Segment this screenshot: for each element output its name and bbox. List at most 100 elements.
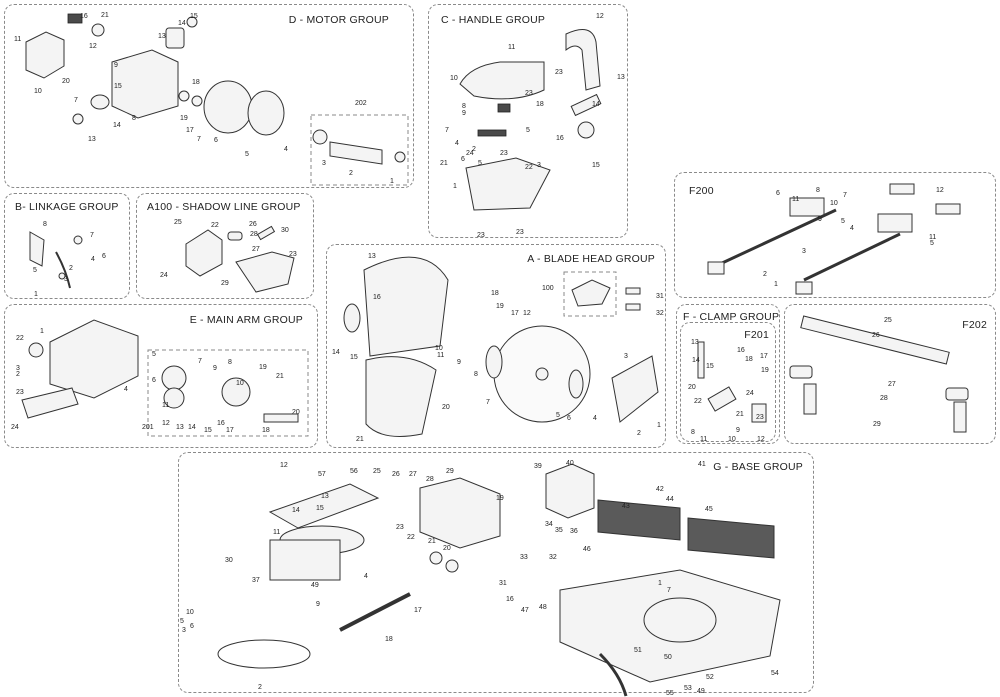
blade-head-group-panel: A - BLADE HEAD GROUP [326, 244, 666, 448]
callout-handle-6: 23 [525, 90, 533, 97]
callout-base-52: 50 [664, 654, 672, 661]
callout-motor-19: 7 [197, 136, 201, 143]
f200-parts [707, 183, 961, 295]
callout-blade_head-19: 3 [624, 353, 628, 360]
callout-motor-13: 14 [113, 122, 121, 129]
callout-base-6: 27 [409, 471, 417, 478]
clamp-group-panel: F - CLAMP GROUP [676, 304, 780, 444]
callout-handle-10: 5 [526, 127, 530, 134]
callout-f202-3: 27 [888, 381, 896, 388]
callout-handle-16: 16 [556, 135, 564, 142]
callout-handle-11: 4 [455, 140, 459, 147]
clamp-group-title: F - CLAMP GROUP [683, 311, 780, 323]
callout-blade_head-4: 15 [350, 354, 358, 361]
callout-f200-7: 11 [929, 234, 937, 241]
callout-blade_head-20: 5 [556, 412, 560, 419]
callout-shadow-2: 22 [211, 222, 219, 229]
callout-clamp-2: 14 [692, 357, 700, 364]
callout-f202-4: 28 [880, 395, 888, 402]
callout-main_arm-3: 3 [16, 365, 20, 372]
callout-motor-2: 21 [101, 12, 109, 19]
callout-linkage-1: 8 [43, 221, 47, 228]
callout-linkage-3: 4 [91, 256, 95, 263]
callout-base-35: 17 [414, 607, 422, 614]
callout-base-25: 34 [545, 521, 553, 528]
callout-handle-4: 10 [450, 75, 458, 82]
callout-shadow-3: 26 [249, 221, 257, 228]
callout-main_arm-12: 9 [213, 365, 217, 372]
callout-main_arm-18: 15 [204, 427, 212, 434]
callout-motor-12: 13 [88, 136, 96, 143]
main-arm-group-panel: E - MAIN ARM GROUP [4, 304, 318, 448]
callout-base-31: 31 [499, 580, 507, 587]
motor-group-parts [25, 13, 409, 186]
callout-main_arm-8: 5 [152, 351, 156, 358]
callout-base-12: 42 [656, 486, 664, 493]
callout-motor-4: 14 [178, 20, 186, 27]
callout-motor-16: 18 [192, 79, 200, 86]
callout-clamp-17: 9 [736, 427, 740, 434]
callout-main_arm-2: 22 [16, 335, 24, 342]
callout-clamp-13: 8 [691, 429, 695, 436]
callout-handle-24: 23 [516, 229, 524, 236]
f202-panel: F202 [784, 304, 996, 444]
callout-handle-9: 7 [445, 127, 449, 134]
callout-base-3: 57 [318, 471, 326, 478]
handle-group-parts [459, 29, 602, 211]
callout-handle-17: 15 [592, 162, 600, 169]
callout-handle-20: 24 [466, 150, 474, 157]
callout-base-10: 39 [534, 463, 542, 470]
callout-blade_head-11: 12 [523, 310, 531, 317]
blade-head-group-parts [343, 256, 659, 437]
callout-f200-14: 7 [843, 192, 847, 199]
callout-handle-23: 23 [477, 232, 485, 239]
callout-main_arm-17: 14 [188, 424, 196, 431]
callout-shadow-6: 30 [281, 227, 289, 234]
callout-f200-1: 6 [776, 190, 780, 197]
callout-base-47: 1 [658, 580, 662, 587]
callout-handle-7: 8 [462, 103, 466, 110]
callout-f200-12: 1 [774, 281, 778, 288]
f200-title: F200 [689, 185, 714, 197]
callout-motor-8: 9 [114, 62, 118, 69]
shadow-line-group-parts [185, 225, 295, 293]
callout-main_arm-21: 18 [262, 427, 270, 434]
f201-title: F201 [744, 329, 769, 341]
callout-blade_head-12: 20 [442, 404, 450, 411]
callout-motor-5: 13 [158, 33, 166, 40]
callout-base-32: 30 [225, 557, 233, 564]
callout-f200-3: 8 [816, 187, 820, 194]
callout-base-14: 44 [666, 496, 674, 503]
callout-handle-12: 3 [537, 162, 541, 169]
callout-base-51: 51 [634, 647, 642, 654]
callout-blade_head-22: 4 [593, 415, 597, 422]
blade-head-group-title: A - BLADE HEAD GROUP [527, 253, 655, 265]
callout-motor-10: 10 [34, 88, 42, 95]
callout-base-37: 16 [506, 596, 514, 603]
shadow-line-group-panel: A100 - SHADOW LINE GROUP [136, 193, 314, 299]
callout-blade_head-5: 21 [356, 436, 364, 443]
callout-base-40: 49 [311, 582, 319, 589]
callout-main_arm-14: 11 [162, 402, 170, 409]
callout-base-15: 45 [705, 506, 713, 513]
callout-f202-1: 25 [884, 317, 892, 324]
callout-motor-3: 15 [190, 13, 198, 20]
callout-handle-19: 21 [440, 160, 448, 167]
callout-handle-1: 12 [596, 13, 604, 20]
callout-motor-23: 202 [355, 100, 367, 107]
callout-blade_head-6: 10 [435, 345, 443, 352]
callout-motor-26: 1 [390, 178, 394, 185]
callout-motor-7: 12 [89, 43, 97, 50]
callout-blade_head-23: 2 [637, 430, 641, 437]
callout-handle-5: 23 [555, 69, 563, 76]
callout-linkage-2: 7 [90, 232, 94, 239]
callout-base-39: 47 [521, 607, 529, 614]
callout-base-11: 41 [698, 461, 706, 468]
callout-base-49: 54 [771, 670, 779, 677]
callout-base-54: 53 [684, 685, 692, 692]
callout-f200-2: 11 [792, 196, 800, 203]
callout-blade_head-15: 8 [474, 371, 478, 378]
f202-title: F202 [962, 319, 987, 331]
callout-f200-4: 10 [830, 200, 838, 207]
callout-handle-26: 5 [478, 160, 482, 167]
